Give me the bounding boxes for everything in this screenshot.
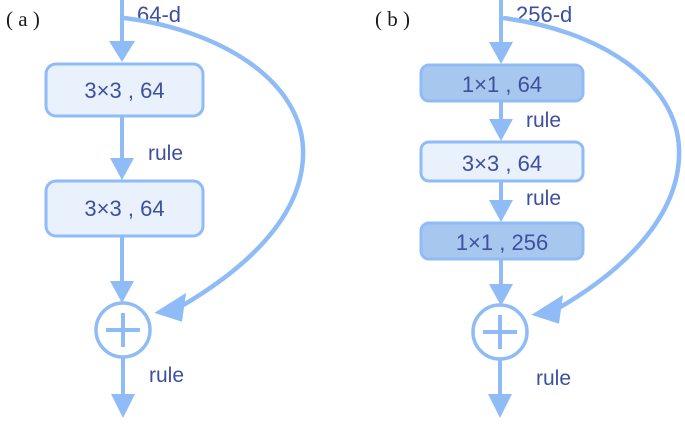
panel-a-output-arrow [111, 357, 135, 418]
panel-a-block-1-box[interactable] [44, 62, 205, 118]
panel-b-skip-connection [502, 15, 682, 324]
panel-a-relu-1: rule [148, 142, 183, 165]
panel-b-block-3[interactable]: 1×1 , 256 [419, 221, 585, 261]
panel-b: ( b ) 256-d 1×1 , 64 rule [375, 0, 682, 418]
panel-b-block-1-label: 1×1 , 64 [462, 72, 542, 97]
panel-b-connector-2 [489, 181, 513, 222]
panel-b-block-2[interactable]: 3×3 , 64 [419, 140, 585, 183]
panel-a-block-1[interactable]: 3×3 , 64 [44, 62, 205, 118]
panel-b-sum-node[interactable] [471, 303, 529, 361]
panel-a-input-arrow [109, 0, 135, 62]
panel-b-relu-2: rule [526, 187, 561, 210]
panel-a-connector-2 [110, 236, 134, 303]
panel-b-block-2-label: 3×3 , 64 [462, 151, 542, 176]
panel-b-block-1[interactable]: 1×1 , 64 [419, 63, 585, 103]
panel-a-relu-2: rule [149, 364, 184, 387]
panel-b-connector-1 [489, 101, 513, 141]
panel-b-block-3-label: 1×1 , 256 [456, 230, 548, 255]
panel-b-label: ( b ) [375, 7, 410, 31]
panel-a-sum-node[interactable] [94, 301, 152, 359]
panel-a-connector-1 [110, 116, 134, 180]
panel-a-block-2-box[interactable] [44, 179, 205, 238]
panel-a-block-1-label: 3×3 , 64 [84, 78, 164, 103]
panel-b-output-arrow [488, 359, 512, 418]
panel-a-block-2-label: 3×3 , 64 [84, 196, 164, 221]
panel-b-connector-3 [489, 259, 513, 306]
panel-b-input-arrow [489, 0, 513, 64]
panel-a-label: ( a ) [6, 7, 40, 31]
panel-a: ( a ) 64-d 3×3 , 64 rule [6, 0, 306, 418]
panel-a-block-2[interactable]: 3×3 , 64 [44, 179, 205, 238]
panel-b-relu-1: rule [526, 109, 561, 132]
panel-a-skip-connection [123, 15, 306, 322]
panel-b-relu-3: rule [536, 367, 571, 390]
